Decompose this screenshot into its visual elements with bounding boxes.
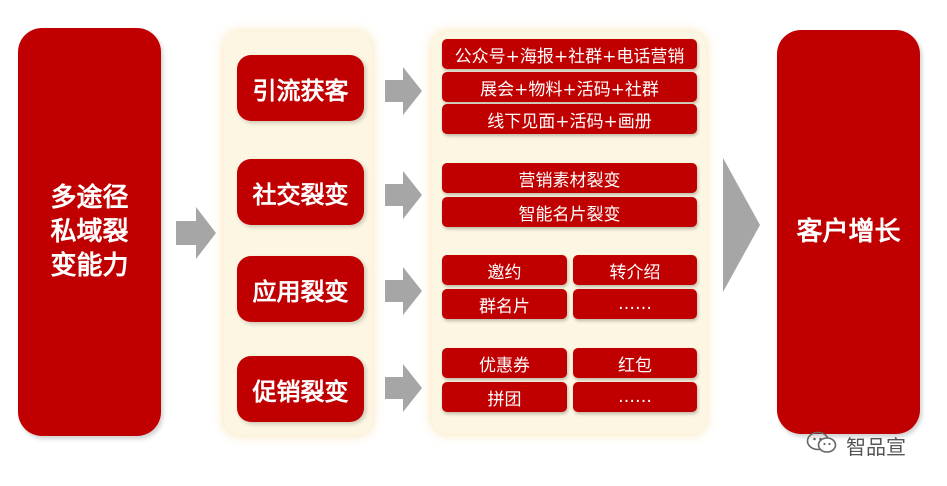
wechat-icon xyxy=(806,430,838,461)
item-app-4: …… xyxy=(573,289,697,319)
item-app-3: 群名片 xyxy=(442,289,567,319)
target-label: 客户增长 xyxy=(796,217,901,247)
category-arrow xyxy=(385,67,422,115)
category-arrow xyxy=(385,267,422,315)
item-promo-2: 红包 xyxy=(573,348,697,378)
item-app-2: 转介绍 xyxy=(573,255,697,285)
target-box: 客户增长 xyxy=(777,30,920,434)
category-arrow xyxy=(385,364,422,412)
item-promo-3: 拼团 xyxy=(442,382,567,412)
item-promo-1: 优惠券 xyxy=(442,348,567,378)
watermark: 智品宣 xyxy=(806,430,906,460)
item-social-1: 营销素材裂变 xyxy=(442,163,697,193)
source-box: 多途径 私域裂 变能力 xyxy=(18,28,161,436)
category-arrow xyxy=(385,171,422,219)
item-traffic-3: 线下见面+活码+画册 xyxy=(442,104,697,134)
category-promotion: 促销裂变 xyxy=(237,356,364,422)
item-promo-4: …… xyxy=(573,382,697,412)
category-traffic: 引流获客 xyxy=(237,55,364,121)
watermark-text: 智品宣 xyxy=(846,434,906,459)
item-traffic-1: 公众号+海报+社群+电话营销 xyxy=(442,39,697,69)
item-social-2: 智能名片裂变 xyxy=(442,197,697,227)
item-traffic-2: 展会+物料+活码+社群 xyxy=(442,72,697,102)
target-arrow xyxy=(723,158,760,292)
source-line-1: 多途径 xyxy=(50,183,129,213)
source-arrow xyxy=(176,207,216,259)
source-line-3: 变能力 xyxy=(50,251,129,281)
source-line-2: 私域裂 xyxy=(50,217,129,247)
category-social: 社交裂变 xyxy=(237,159,364,225)
category-application: 应用裂变 xyxy=(237,256,364,322)
item-app-1: 邀约 xyxy=(442,255,567,285)
